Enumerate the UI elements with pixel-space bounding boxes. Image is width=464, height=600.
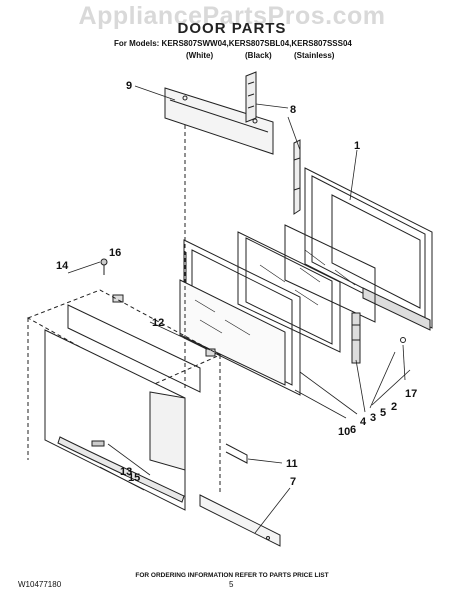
callout-7: 7 bbox=[290, 476, 296, 488]
part-hinge-clips bbox=[100, 258, 406, 364]
page-title: DOOR PARTS bbox=[177, 20, 287, 37]
leader-lines bbox=[67, 85, 411, 534]
callout-2: 2 bbox=[391, 401, 397, 413]
part-inner-glass bbox=[284, 224, 376, 323]
part-glass-panel bbox=[179, 279, 286, 386]
watermark: AppliancePartsPros.com bbox=[78, 2, 386, 30]
callout-16: 16 bbox=[109, 247, 121, 259]
variant-black: (Black) bbox=[245, 51, 272, 60]
callout-3: 3 bbox=[370, 412, 376, 424]
document-number: W10477180 bbox=[18, 580, 62, 589]
callout-1: 1 bbox=[354, 140, 360, 152]
exploded-parts-diagram: 9 8 1 16 14 12 17 10 6 4 3 5 2 11 13 15 … bbox=[26, 71, 433, 547]
part-bottom-trim bbox=[199, 494, 281, 547]
callout-8: 8 bbox=[290, 104, 296, 116]
part-middle-glass bbox=[237, 231, 341, 353]
models-line: For Models: KERS807SWW04,KERS807SBL04,KE… bbox=[114, 39, 352, 48]
callout-6: 6 bbox=[350, 424, 356, 436]
part-outer-door-panel bbox=[44, 304, 201, 511]
callout-4: 4 bbox=[360, 416, 367, 428]
part-door-frame bbox=[304, 167, 433, 331]
variant-stainless: (Stainless) bbox=[294, 51, 335, 60]
callout-12: 12 bbox=[152, 317, 164, 329]
callout-numbers: 9 8 1 16 14 12 17 10 6 4 3 5 2 11 13 15 … bbox=[56, 80, 417, 488]
callout-14: 14 bbox=[56, 260, 69, 272]
callout-13: 13 bbox=[120, 466, 132, 478]
callout-11: 11 bbox=[286, 458, 298, 470]
part-top-trim bbox=[164, 87, 274, 155]
part-bracket bbox=[225, 443, 248, 464]
part-door-handle bbox=[57, 436, 185, 503]
page-number: 5 bbox=[229, 580, 234, 589]
callout-17: 17 bbox=[405, 388, 417, 400]
ordering-note: FOR ORDERING INFORMATION REFER TO PARTS … bbox=[135, 572, 329, 579]
variant-white: (White) bbox=[186, 51, 214, 60]
callout-10: 10 bbox=[338, 426, 350, 438]
part-vent-brackets bbox=[245, 71, 301, 215]
callout-5: 5 bbox=[380, 407, 386, 419]
callout-9: 9 bbox=[126, 80, 132, 92]
callout-15: 15 bbox=[128, 472, 140, 484]
